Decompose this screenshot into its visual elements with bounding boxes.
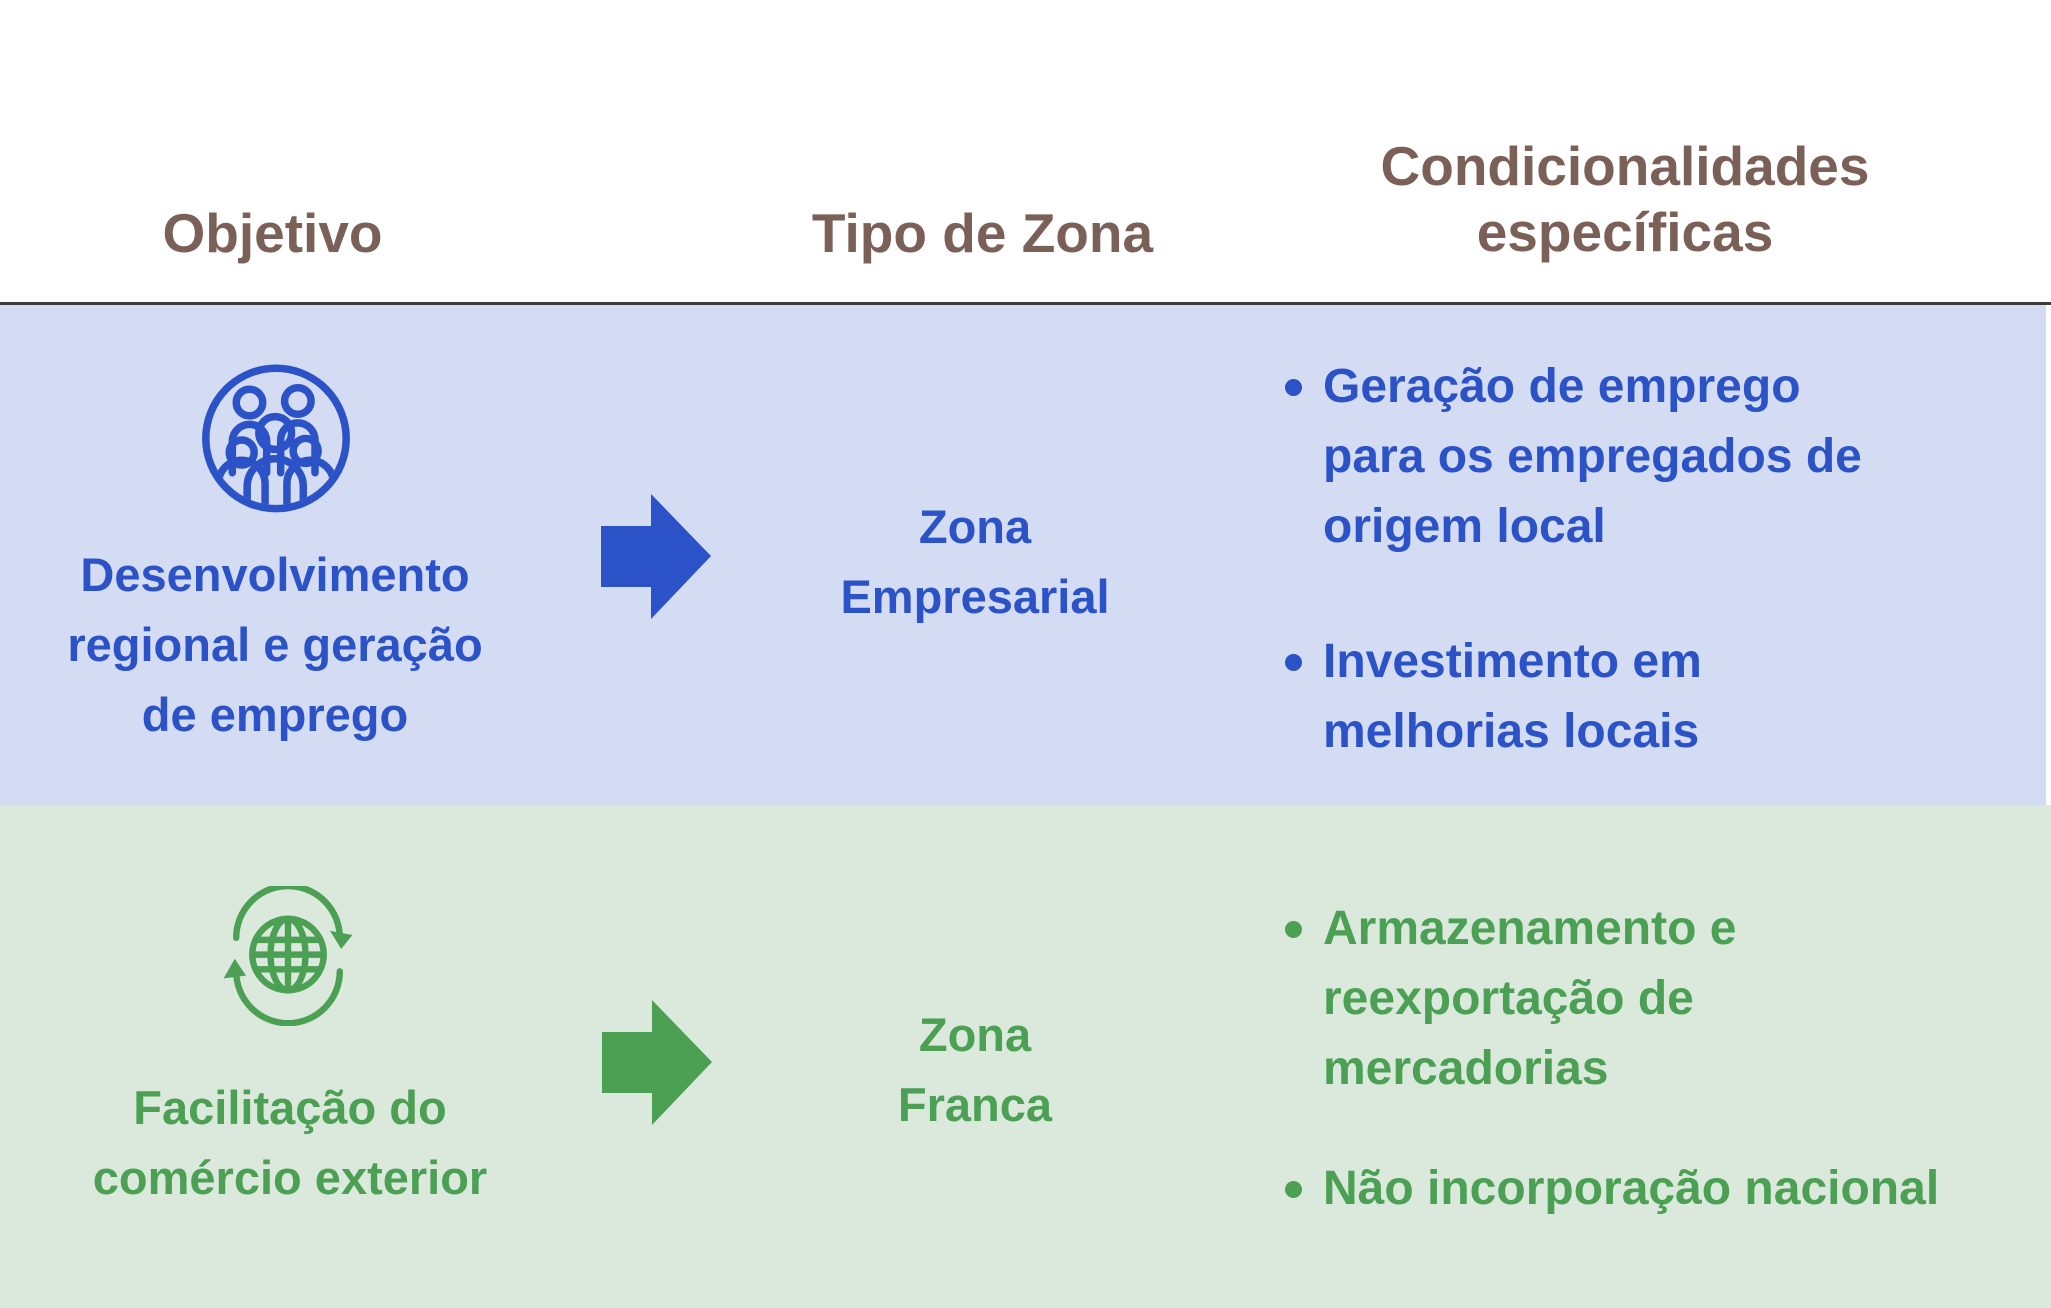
arrow-right-icon	[602, 1000, 712, 1125]
condition-item: Investimento em melhorias locais	[1283, 627, 2023, 767]
column-header-condicionalidades: Condicionalidades específicas	[1380, 135, 1870, 263]
condition-item: Não incorporação nacional	[1283, 1154, 2023, 1224]
row-zona-empresarial: Desenvolvimento regional e geração de em…	[0, 305, 2046, 805]
condition-item: Geração de emprego para os empregados de…	[1283, 352, 2023, 562]
header-divider-line	[0, 302, 2051, 305]
condition-item: Armazenamento e reexportação de mercador…	[1283, 894, 2023, 1104]
row-zona-franca: Facilitação do comércio exterior Zona Fr…	[0, 805, 2051, 1308]
column-header-objetivo: Objetivo	[162, 202, 383, 264]
zone-label: Zona Franca	[897, 1008, 1053, 1131]
column-header-tipo-de-zona: Tipo de Zona	[811, 202, 1154, 264]
objective-label: Facilitação do comércio exterior	[92, 1081, 488, 1204]
objective-label: Desenvolvimento regional e geração de em…	[67, 548, 483, 741]
people-group-icon	[198, 362, 354, 518]
conditions-list: Armazenamento e reexportação de mercador…	[1283, 894, 2023, 1224]
arrow-right-icon	[601, 494, 711, 619]
conditions-list: Geração de emprego para os empregados de…	[1283, 352, 2023, 767]
zone-label: Zona Empresarial	[840, 500, 1110, 623]
globe-cycle-icon	[218, 886, 358, 1026]
